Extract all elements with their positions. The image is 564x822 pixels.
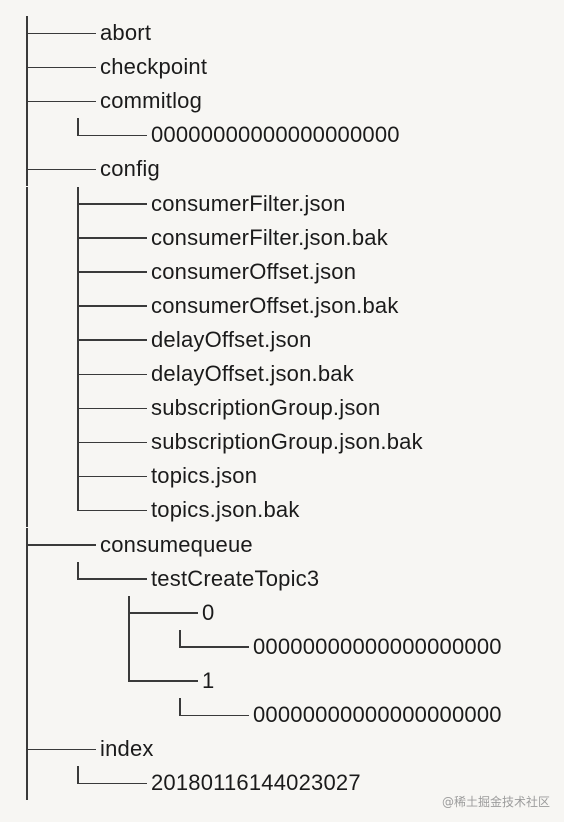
tree-row: abort [0,16,564,50]
tree-connector [77,271,147,273]
tree-item-label: delayOffset.json [151,326,312,352]
tree-item-label: commitlog [100,88,203,114]
tree-row: 00000000000000000000 [0,698,564,732]
tree-branch-line [26,766,28,801]
tree-item-label: 00000000000000000000 [151,122,400,148]
tree-branch-line [26,391,28,426]
tree-connector [128,680,198,682]
tree-branch-line [26,357,28,391]
tree-branch-line [26,493,28,528]
tree-branch-line [26,288,28,323]
tree-item-label: testCreateTopic3 [151,565,320,591]
tree-row: delayOffset.json.bak [0,357,564,391]
tree-connector [77,237,147,239]
tree-item-label: 1 [202,667,215,693]
tree-branch-line [179,629,181,647]
tree-connector [77,441,147,444]
tree-row: commitlog [0,84,564,119]
tree-connector [77,373,147,375]
tree-connector [77,782,147,785]
tree-row: topics.json.bak [0,493,564,528]
tree-row: config [0,152,564,187]
tree-item-label: subscriptionGroup.json [151,395,381,421]
tree-branch-line [26,220,28,255]
tree-connector [77,134,147,137]
tree-connector [179,646,249,648]
tree-branch-line [77,118,79,136]
tree-item-label: checkpoint [100,54,208,80]
tree-row: subscriptionGroup.json.bak [0,425,564,460]
tree-row: 0 [0,595,564,630]
tree-branch-line [26,322,28,357]
tree-connector [77,475,147,478]
tree-connector [77,509,147,512]
tree-row: consumequeue [0,527,564,562]
tree-connector [77,578,147,580]
tree-item-label: consumerOffset.json [151,258,357,284]
tree-item-label: topics.json.bak [151,497,300,523]
tree-branch-line [26,186,28,221]
tree-item-label: subscriptionGroup.json.bak [151,429,423,455]
tree-item-label: consumequeue [100,531,253,557]
tree-branch-line [128,663,130,681]
tree-row: topics.json [0,459,564,494]
tree-row: 1 [0,663,564,698]
tree-item-label: consumerFilter.json [151,190,346,216]
tree-branch-line [26,425,28,460]
tree-branch-line [77,493,79,511]
tree-item-label: consumerFilter.json.bak [151,224,388,250]
tree-branch-line [26,561,28,596]
tree-item-label: 0 [202,599,215,625]
tree-connector [26,32,96,34]
tree-branch-line [26,459,28,494]
tree-row: consumerOffset.json.bak [0,288,564,323]
tree-connector [26,544,96,546]
tree-connector [26,66,96,69]
tree-connector [77,339,147,341]
tree-branch-line [26,595,28,630]
tree-row: 00000000000000000000 [0,118,564,153]
tree-row: testCreateTopic3 [0,561,564,596]
tree-branch-line [77,766,79,784]
tree-branch-line [26,254,28,289]
tree-item-label: delayOffset.json.bak [151,361,354,386]
tree-connector [26,168,96,171]
tree-branch-line [26,663,28,698]
tree-row: consumerFilter.json [0,186,564,221]
tree-item-label: consumerOffset.json.bak [151,292,399,318]
tree-branch-line [26,629,28,664]
tree-item-label: index [100,736,154,762]
tree-branch-line [26,118,28,153]
tree-connector [179,714,249,716]
tree-row: 20180116144023027 [0,766,564,801]
tree-branch-line [179,698,181,715]
tree-row: consumerFilter.json.bak [0,220,564,255]
tree-branch-line [77,561,79,579]
tree-row: 00000000000000000000 [0,629,564,664]
tree-row: checkpoint [0,50,564,85]
tree-row: consumerOffset.json [0,254,564,289]
tree-item-label: 00000000000000000000 [253,702,502,727]
watermark: @稀土掘金技术社区 [441,795,550,809]
tree-connector [26,100,96,103]
tree-row: subscriptionGroup.json [0,391,564,426]
tree-connector [77,305,147,307]
tree-item-label: 00000000000000000000 [253,633,502,659]
tree-connector [77,407,147,410]
tree-connector [26,748,96,751]
tree-item-label: config [100,156,160,182]
tree-item-label: abort [100,20,152,45]
tree-connector [77,203,147,205]
tree-row: index [0,732,564,767]
tree-row: delayOffset.json [0,322,564,357]
tree-branch-line [26,698,28,732]
tree-item-label: topics.json [151,463,258,489]
tree-item-label: 20180116144023027 [151,770,361,796]
tree-branch-line [128,629,130,664]
tree-connector [128,612,198,614]
